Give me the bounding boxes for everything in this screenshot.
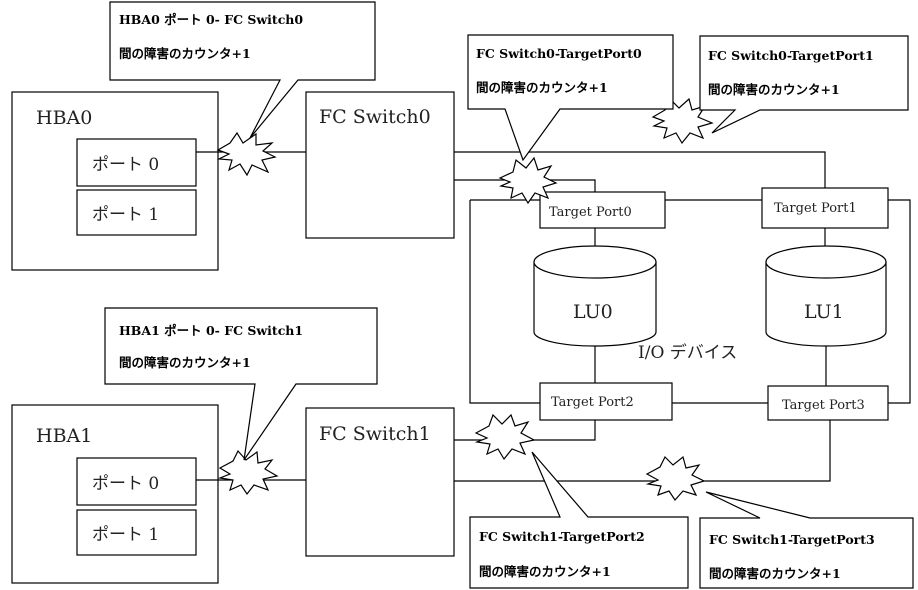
hba0-port1-label: ポート 1 [92,205,159,225]
callout-hba0-switch0-line1: HBA0 ポート 0- FC Switch0 [119,12,303,27]
hba1-port1-label: ポート 1 [92,525,159,545]
hba1-title: HBA1 [36,425,92,447]
target-port2-label: Target Port2 [551,395,634,410]
callout-hba1-switch1-line1: HBA1 ポート 0- FC Switch1 [119,323,303,338]
lu0-label: LU0 [573,301,613,323]
callout-switch1-tp2-line1: FC Switch1-TargetPort2 [479,529,645,544]
fault-burst-5 [474,413,536,461]
target-port1 [761,187,889,229]
hba1-port1 [76,509,197,556]
target-port0-label: Target Port0 [549,205,632,220]
callout-switch0-tp0-line1: FC Switch0-TargetPort0 [476,46,642,61]
callout-switch1-tp3-line1: FC Switch1-TargetPort3 [709,532,875,547]
lu1-cylinder [765,245,887,347]
hba0-port1 [76,189,197,236]
hba1-port0 [76,457,197,506]
callout-switch1-tp2-line2: 間の障害のカウンタ+1 [479,564,611,579]
lu0-cylinder [533,245,657,347]
callout-hba0-switch0 [109,1,376,139]
fault-burst-3 [651,97,714,145]
fault-burst-4 [217,449,279,496]
target-port3-label: Target Port3 [782,398,865,413]
callout-switch1-tp2 [469,451,689,589]
lu1-label: LU1 [804,301,844,323]
fault-burst-1 [216,131,277,177]
io-device-label: I/O デバイス [638,342,737,363]
io-device-left-border [469,200,540,404]
target-port0 [539,191,666,229]
link-switch0-tp1 [454,151,826,188]
target-port2 [539,382,673,421]
fc-switch1 [305,407,455,557]
hba1-port0-label: ポート 0 [92,474,159,494]
callout-switch0-tp0-line2: 間の障害のカウンタ+1 [476,80,608,95]
callout-switch0-tp1-line1: FC Switch0-TargetPort1 [708,48,874,63]
target-port3 [767,385,889,421]
fc-switch1-label: FC Switch1 [319,423,431,445]
hba0-title: HBA0 [36,107,92,129]
callout-hba1-switch1-line2: 間の障害のカウンタ+1 [119,355,251,370]
fault-burst-6 [645,455,706,501]
callout-switch0-tp0 [467,34,674,162]
target-port1-label: Target Port1 [774,201,857,216]
link-switch1-tp3 [454,420,831,482]
link-switch0-tp0 [454,179,596,192]
io-device-right-border [888,199,911,404]
hba0-port0-label: ポート 0 [92,155,159,175]
callout-hba0-switch0-line2: 間の障害のカウンタ+1 [119,46,251,61]
callout-switch1-tp3 [699,491,914,589]
callout-switch1-tp3-line2: 間の障害のカウンタ+1 [709,566,841,581]
hba0: HBA0 ポート 0 ポート 1 [11,91,219,271]
hba1: HBA1 ポート 0 ポート 1 [11,404,219,584]
callout-switch0-tp1-line2: 間の障害のカウンタ+1 [708,82,840,97]
fault-burst-2 [498,156,558,205]
hba0-port0 [76,138,197,187]
fc-switch0 [305,91,455,239]
callout-hba1-switch1 [104,307,378,461]
fc-switch0-label: FC Switch0 [319,106,431,128]
callout-switch0-tp1 [699,35,909,134]
